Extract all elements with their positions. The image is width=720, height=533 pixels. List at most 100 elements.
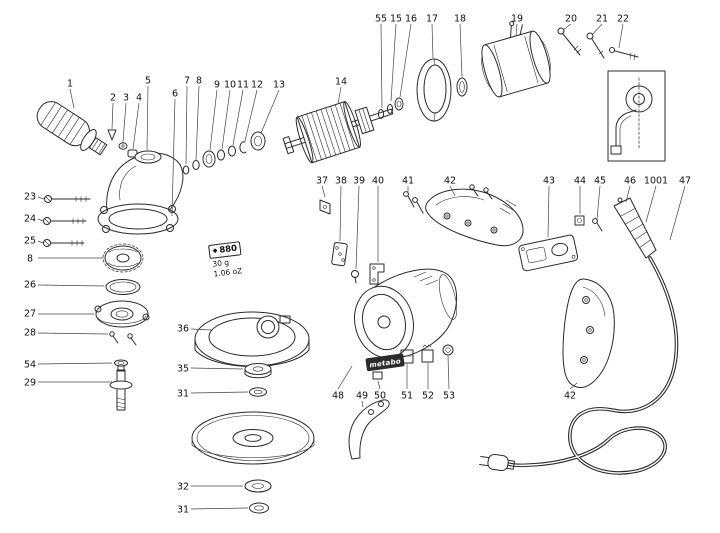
part-number-20: 20	[565, 14, 577, 25]
part-number-11: 11	[237, 80, 249, 91]
part-number-1: 1	[67, 79, 73, 90]
part-number-38: 38	[335, 176, 347, 187]
grinding-wheel-part	[191, 411, 315, 465]
leader-line-2	[111, 102, 114, 130]
parts-44-45	[574, 215, 603, 232]
part-number-21: 21	[596, 14, 608, 25]
leader-line-24	[37, 218, 44, 222]
leader-line-47	[669, 185, 686, 241]
wrench-part	[348, 399, 390, 460]
part-number-8: 8	[27, 254, 33, 265]
part-number-22: 22	[617, 14, 629, 25]
part-number-28: 28	[24, 328, 36, 339]
part-number-51: 51	[401, 391, 413, 402]
o-ring-part	[105, 279, 141, 295]
leader-line-45	[596, 185, 601, 220]
armature-part	[282, 101, 394, 164]
brand-tag: metabo	[365, 353, 405, 372]
part-number-26: 26	[24, 280, 36, 291]
cord-sleeve-part	[613, 197, 657, 259]
leader-line-11	[232, 89, 244, 146]
part-number-19: 19	[511, 14, 523, 25]
leader-line-7	[185, 85, 188, 165]
leader-line-22	[618, 23, 624, 49]
stator-part	[481, 21, 551, 98]
part-number-23: 23	[24, 192, 36, 203]
leader-line-4	[132, 102, 140, 150]
switch-parts-37-41	[319, 191, 424, 285]
ring-gear-part	[102, 243, 144, 273]
leader-line-6	[171, 98, 176, 217]
brand-diamond-icon: ◆	[212, 247, 218, 255]
leader-line-16	[399, 23, 412, 98]
weight-label: ◆ 880 30 g 1.06 oZ	[208, 241, 244, 279]
leader-line-43	[547, 185, 550, 238]
part-number-9: 9	[214, 80, 220, 91]
part-number-5: 5	[145, 76, 151, 87]
leader-line-9	[209, 89, 218, 151]
part-number-13: 13	[273, 80, 285, 91]
spindle-part	[109, 365, 133, 411]
leader-line-48	[337, 365, 353, 390]
part-number-36: 36	[177, 324, 189, 335]
part-number-39: 39	[353, 176, 365, 187]
part-number-14: 14	[335, 77, 347, 88]
part-number-2: 2	[110, 93, 116, 104]
leader-line-49	[361, 400, 364, 408]
part-number-35: 35	[177, 364, 189, 375]
part-number-15: 15	[390, 14, 402, 25]
part-number-49: 49	[356, 391, 368, 402]
leader-line-37	[321, 185, 326, 198]
part-number-42: 42	[564, 391, 576, 402]
leader-line-3	[122, 102, 127, 143]
spacer-row-7-13	[182, 131, 266, 175]
wheel-guard-part	[194, 311, 310, 367]
switch-assembly-part	[518, 234, 579, 272]
part-number-55: 55	[375, 14, 387, 25]
leader-line-54	[37, 362, 113, 365]
leader-line-5	[146, 85, 149, 151]
handle-shell-right-part	[562, 278, 615, 388]
screws-28	[109, 331, 137, 346]
part-number-25: 25	[24, 236, 36, 247]
part-number-3: 3	[123, 93, 129, 104]
part-number-12: 12	[251, 80, 263, 91]
part-number-31: 31	[177, 389, 189, 400]
part-number-45: 45	[594, 176, 606, 187]
leader-line-8	[195, 85, 200, 161]
gear-housing-part	[97, 150, 184, 235]
part-number-6: 6	[172, 89, 178, 100]
part-number-8: 8	[196, 76, 202, 87]
leader-line-50	[377, 380, 381, 390]
leader-line-20	[562, 23, 572, 31]
part-number-16: 16	[405, 14, 417, 25]
leader-line-26	[37, 284, 105, 287]
leader-line-28	[37, 332, 109, 335]
housing-shell-top-part	[425, 184, 524, 247]
part-number-44: 44	[574, 176, 586, 187]
part-number-46: 46	[624, 176, 636, 187]
leader-line-53	[447, 355, 450, 390]
leader-line-1	[69, 88, 75, 109]
leader-line-39	[355, 185, 360, 270]
clamping-nut-part	[244, 479, 272, 493]
detail-inset-box	[607, 70, 666, 162]
part-number-40: 40	[372, 176, 384, 187]
part-number-50: 50	[374, 391, 386, 402]
leader-line-42	[569, 382, 578, 390]
leader-line-19	[515, 23, 518, 37]
leader-line-15	[390, 23, 397, 102]
leader-line-1001	[645, 185, 657, 223]
leader-line-18	[459, 23, 463, 78]
washer-54	[114, 359, 128, 367]
leader-line-17	[431, 23, 434, 59]
part-number-4: 4	[136, 93, 142, 104]
washers-55-15-16	[377, 97, 404, 119]
part-number-37: 37	[316, 176, 328, 187]
leader-line-38	[339, 185, 342, 242]
part-number-48: 48	[332, 391, 344, 402]
part-number-42: 42	[444, 176, 456, 187]
